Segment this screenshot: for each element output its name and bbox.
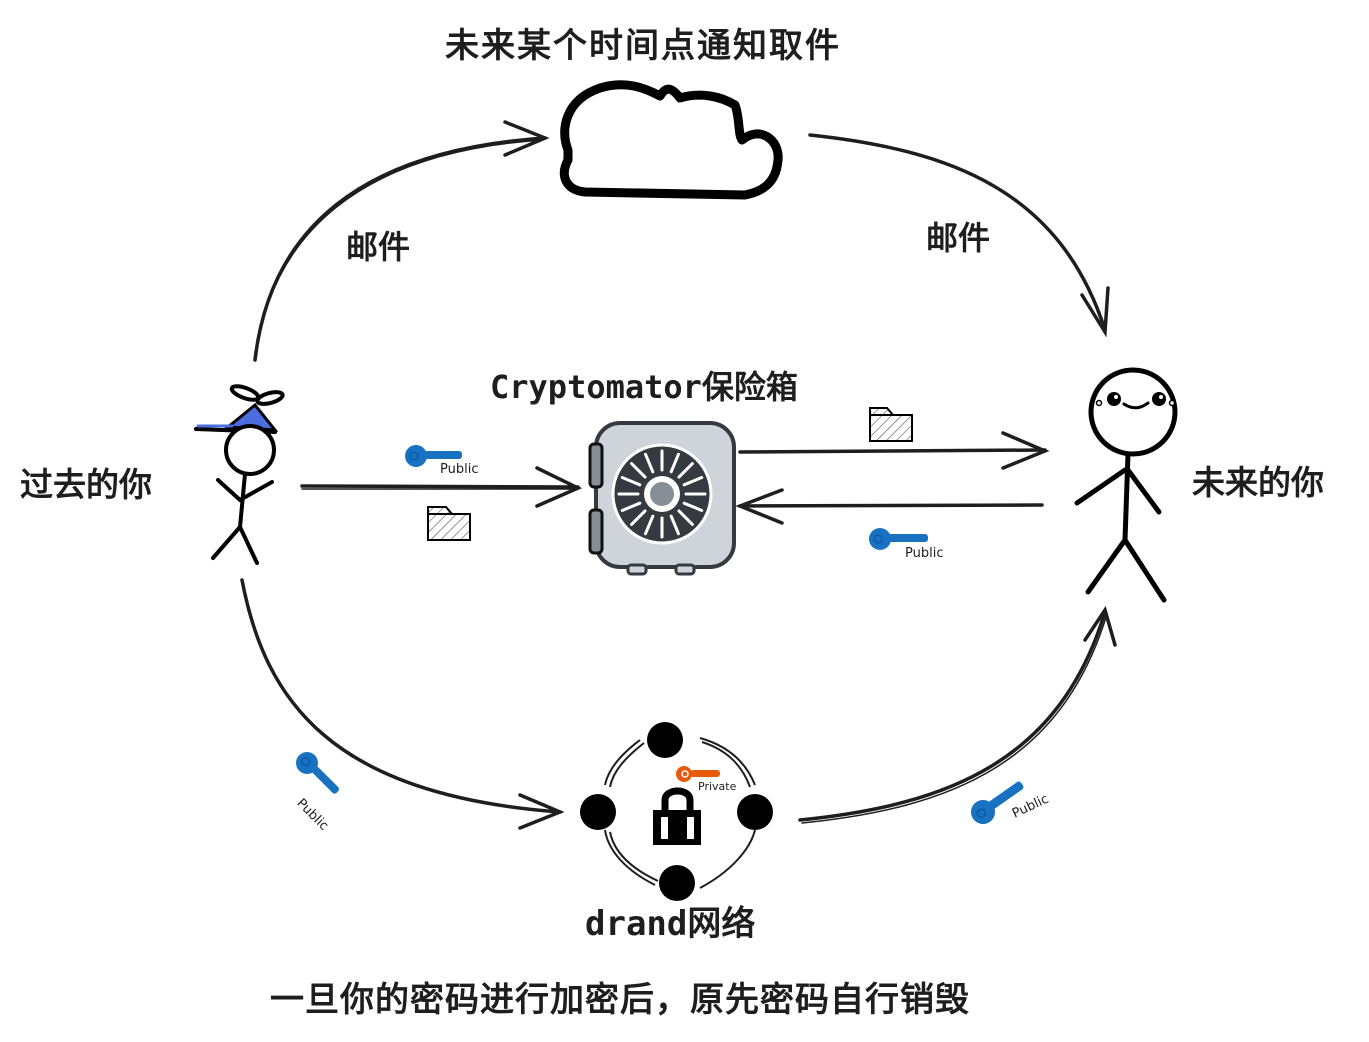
vault-dial-spoke	[677, 509, 694, 526]
drand-label: drand网络	[585, 904, 756, 944]
vault-dial-spoke	[620, 476, 642, 487]
drand-network-icon	[580, 722, 773, 901]
vault-icon	[588, 421, 736, 576]
public-key-icon-3	[296, 752, 339, 794]
diagram-title: 未来某个时间点通知取件	[445, 26, 841, 66]
vault-dial-spoke	[620, 501, 642, 512]
vault-dial-spoke	[644, 514, 655, 536]
propeller-icon	[229, 384, 285, 406]
public-key-label-1: Public	[440, 462, 479, 477]
arrow-past-to-vault	[300, 466, 583, 508]
future-you-label: 未来的你	[1192, 463, 1324, 502]
node-top	[647, 722, 683, 758]
mail-label-left: 邮件	[346, 228, 411, 266]
folder-icon-left	[427, 506, 471, 541]
past-you-label: 过去的你	[20, 465, 152, 504]
private-key-icon	[676, 766, 720, 782]
folder-icon-right	[869, 407, 913, 442]
private-key-label: Private	[698, 780, 737, 793]
vault-dial-spoke	[669, 452, 680, 474]
arrow-drand-to-future	[798, 605, 1117, 824]
vault-dial-spoke	[630, 462, 647, 479]
node-left	[580, 794, 616, 830]
arrow-cloud-to-future	[808, 133, 1110, 338]
public-key-label-2: Public	[905, 546, 944, 561]
public-key-icon-4	[971, 781, 1024, 824]
vault-label: Cryptomator保险箱	[490, 368, 798, 406]
future-you-figure	[1074, 367, 1178, 603]
vault-dial-spoke	[682, 476, 704, 487]
lock-icon	[653, 787, 701, 845]
arrow-vault-to-future	[738, 431, 1050, 470]
footer-note: 一旦你的密码进行加密后，原先密码自行销毁	[270, 980, 970, 1020]
vault-dial-spoke	[677, 462, 694, 479]
vault-dial-spoke	[630, 509, 647, 526]
arrow-past-to-cloud	[253, 120, 550, 362]
arrow-past-to-drand	[240, 578, 565, 830]
node-bottom	[659, 865, 695, 901]
mail-label-right: 邮件	[926, 219, 991, 257]
public-key-icon-2	[869, 528, 928, 550]
vault-dial-spoke	[682, 501, 704, 512]
node-right	[737, 794, 773, 830]
past-you-figure	[194, 384, 285, 565]
arrow-future-to-vault	[735, 488, 1044, 525]
cloud-icon	[559, 80, 783, 200]
public-key-icon-1	[405, 445, 462, 467]
vault-dial-spoke	[669, 514, 680, 536]
vault-dial-spoke	[644, 452, 655, 474]
